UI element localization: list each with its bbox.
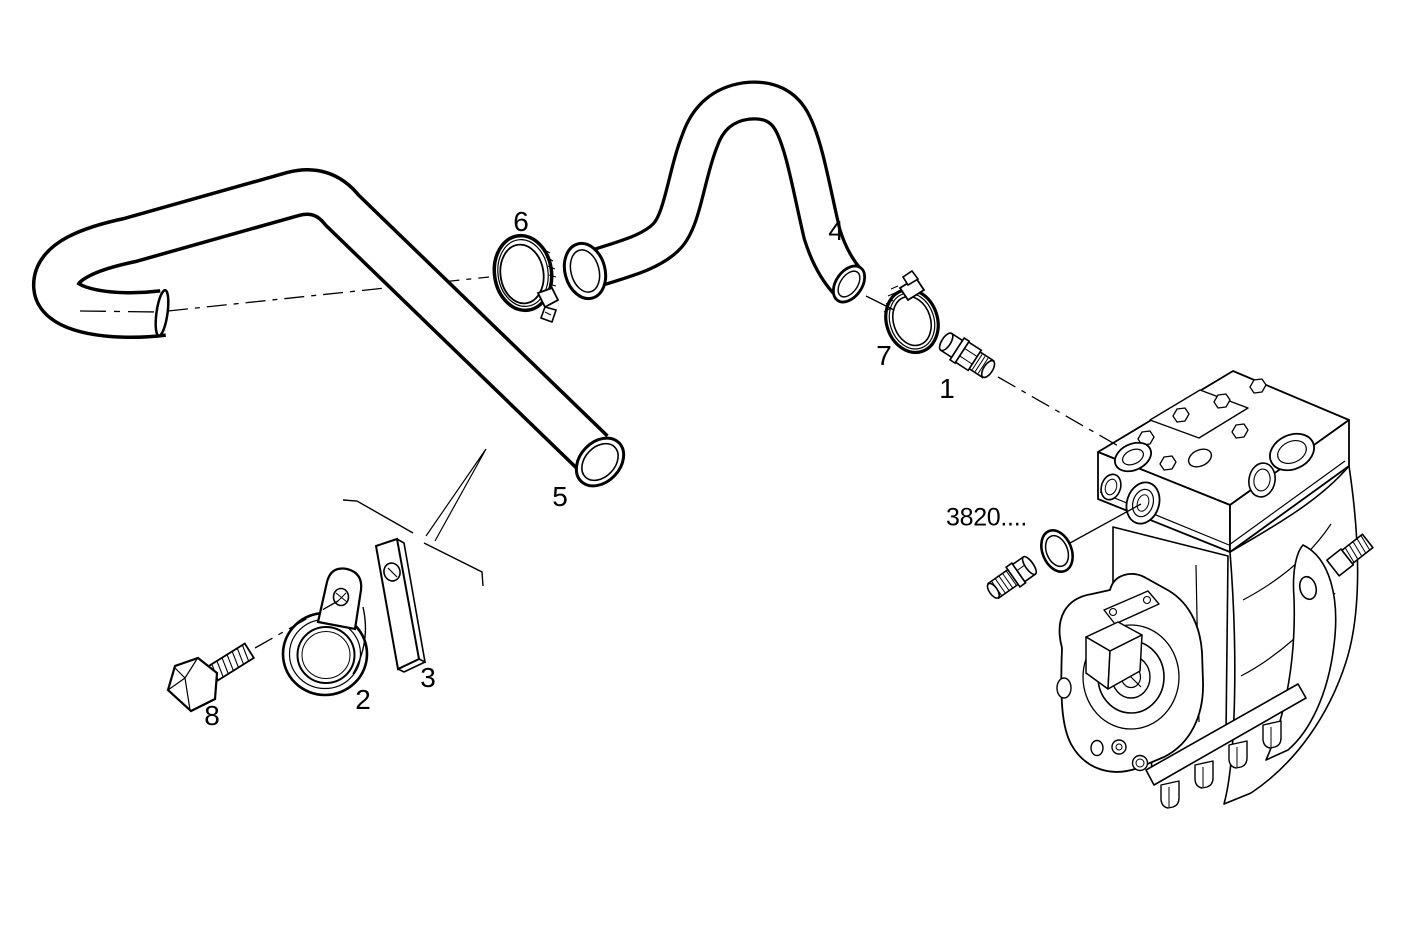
hose-clamp-6 [492, 233, 560, 324]
hose-support-clamp-2 [281, 567, 369, 697]
pointer-bracket-a [342, 499, 414, 534]
callout-6: 6 [513, 206, 529, 237]
hose-4 [562, 80, 867, 304]
reference-number-label: 3820.... [946, 503, 1027, 532]
bolt-8-head [166, 656, 219, 713]
compressor-id-plate [1103, 590, 1160, 625]
union-fitting-1 [938, 332, 996, 379]
compressor-head-bolts [1137, 378, 1267, 471]
hose-clamp-7 [883, 269, 940, 355]
hose-5-open-end-right [574, 436, 626, 488]
callout-2: 2 [355, 684, 371, 715]
clamp-7-worm-slots [883, 285, 899, 313]
leader-hose5-clamp6 [167, 276, 490, 312]
compressor-solenoid-block [1085, 621, 1143, 690]
callout-3: 3 [420, 662, 436, 693]
bracket-plate-3 [374, 537, 427, 673]
hose-4-open-end-left [562, 241, 608, 301]
compressor-bottom-studs [1160, 720, 1282, 809]
hex-bolt-8 [166, 642, 256, 713]
callout-8: 8 [204, 700, 220, 731]
hose-5 [32, 168, 626, 488]
hose-5-open-end-left [154, 288, 170, 338]
compressor-rear-bracket [1265, 544, 1337, 761]
callout-5: 5 [552, 481, 568, 512]
pointer-bracket-b [423, 542, 484, 587]
callout-1: 1 [939, 373, 955, 404]
hose-4-open-end-right [831, 264, 867, 304]
clamp-7-screw-head [901, 269, 920, 287]
pointer-wedge [425, 448, 487, 542]
compressor-stud-shaft [1326, 533, 1374, 577]
leader-lines [79, 295, 1142, 649]
callout-7: 7 [876, 340, 892, 371]
compressor-base-rail [1145, 683, 1307, 786]
plug-fitting-3820 [986, 555, 1038, 600]
air-compressor [1056, 370, 1374, 809]
gasket-ring-3820 [1040, 529, 1074, 573]
clamp-6-screw-head [539, 306, 558, 324]
callout-4: 4 [828, 215, 844, 246]
clamp-6-screw-housing [536, 286, 560, 309]
compressor-port-top-left [1114, 441, 1152, 473]
